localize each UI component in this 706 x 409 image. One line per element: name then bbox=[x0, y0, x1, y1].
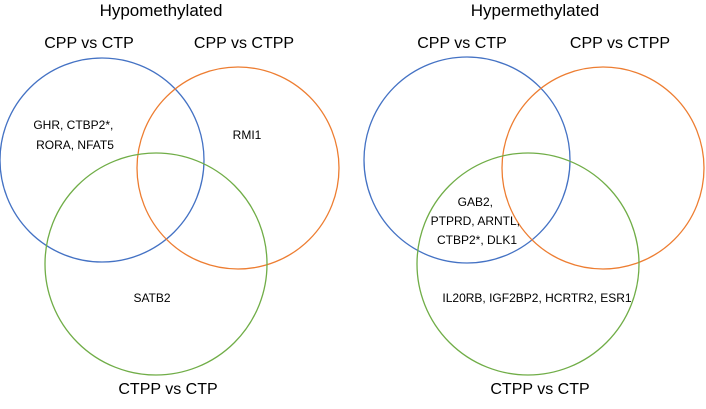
hypo-set-label-cpp-vs-ctp: CPP vs CTP bbox=[44, 35, 134, 52]
hyper-circle-cpp-vs-ctp bbox=[363, 56, 571, 264]
hyper-gene-line: PTPRD, ARNTL, bbox=[431, 214, 520, 228]
hyper-gene-line: GAB2, bbox=[458, 195, 493, 209]
hyper-set-label-cpp-vs-ctpp: CPP vs CTPP bbox=[570, 35, 670, 52]
hypo-region-ctpp-vs-ctp-only: SATB2 bbox=[133, 291, 170, 305]
hypo-gene-line: GHR, CTBP2*, bbox=[33, 118, 113, 132]
hypo-circle-cpp-vs-ctp bbox=[0, 57, 205, 263]
hypo-set-label-ctpp-vs-ctp: CTPP vs CTP bbox=[118, 381, 217, 398]
hyper-region-cpp-vs-ctp-and-ctpp-vs-ctp: GAB2, PTPRD, ARNTL, CTBP2*, DLK1 bbox=[431, 195, 524, 247]
hypo-circle-ctpp-vs-ctp bbox=[44, 152, 268, 376]
hypomethylated-panel: Hypomethylated CPP vs CTP CPP vs CTPP CT… bbox=[0, 1, 340, 398]
hyper-circle-cpp-vs-ctpp bbox=[501, 66, 705, 270]
hyper-region-ctpp-vs-ctp-only: IL20RB, IGF2BP2, HCRTR2, ESR1 bbox=[442, 291, 632, 305]
hyper-set-label-ctpp-vs-ctp: CTPP vs CTP bbox=[490, 381, 589, 398]
hypomethylated-title: Hypomethylated bbox=[100, 1, 223, 20]
hypo-region-cpp-vs-ctpp-only: RMI1 bbox=[233, 128, 262, 142]
hypo-region-cpp-vs-ctp-only: GHR, CTBP2*, RORA, NFAT5 bbox=[33, 118, 116, 152]
hyper-gene-line: CTBP2*, DLK1 bbox=[437, 233, 517, 247]
hypo-set-label-cpp-vs-ctpp: CPP vs CTPP bbox=[194, 35, 294, 52]
hypo-gene-line: RORA, NFAT5 bbox=[36, 138, 114, 152]
hypo-circle-cpp-vs-ctpp bbox=[136, 66, 340, 270]
hypermethylated-panel: Hypermethylated CPP vs CTP CPP vs CTPP C… bbox=[363, 1, 705, 398]
hypermethylated-title: Hypermethylated bbox=[471, 1, 600, 20]
hyper-circle-ctpp-vs-ctp bbox=[416, 152, 640, 376]
hyper-set-label-cpp-vs-ctp: CPP vs CTP bbox=[417, 35, 507, 52]
